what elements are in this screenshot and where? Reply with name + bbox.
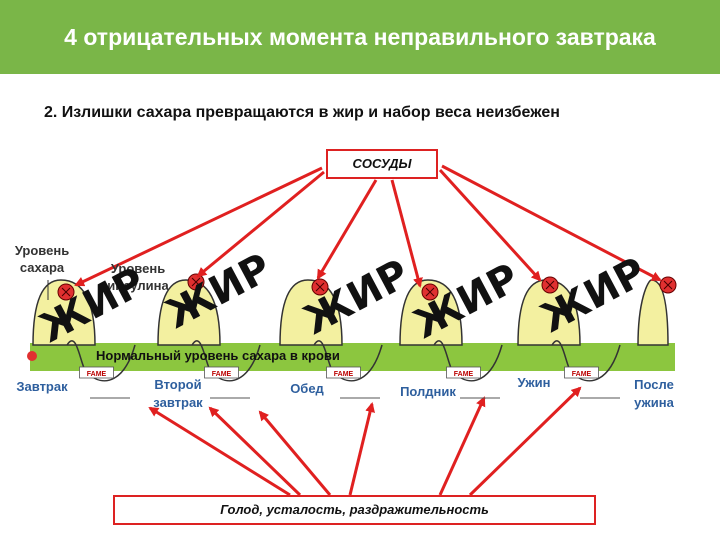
sugar-peak-marker bbox=[57, 283, 75, 301]
sugar-curve bbox=[157, 279, 221, 346]
sugar-hump: FAME bbox=[279, 279, 383, 382]
meal-label: Ужин bbox=[506, 374, 562, 392]
arrow bbox=[348, 402, 375, 496]
meal-line: Завтрак bbox=[16, 379, 68, 394]
arrow bbox=[438, 168, 542, 282]
meal-line: После bbox=[634, 377, 674, 392]
normal-level-label: Нормальный уровень сахара в крови bbox=[96, 348, 340, 363]
meal-label: После ужина bbox=[622, 376, 686, 412]
sugar-curve bbox=[279, 279, 343, 346]
fame-tag bbox=[326, 366, 361, 379]
fame-text: FAME bbox=[212, 371, 232, 378]
sugar-level-label: Уровень сахара bbox=[4, 242, 80, 276]
meal-label: Полдник bbox=[388, 383, 468, 401]
sugar-level-line1: Уровень bbox=[14, 243, 70, 258]
subtitle: 2. Излишки сахара превращаются в жир и н… bbox=[44, 104, 560, 121]
insulin-level-line1: Уровень bbox=[110, 261, 166, 276]
fame-tag bbox=[564, 366, 599, 379]
start-dot bbox=[27, 351, 37, 361]
header-banner: 4 отрицательных момента неправильного за… bbox=[0, 0, 720, 74]
arrows bbox=[47, 164, 662, 497]
meal-line: Полдник bbox=[400, 384, 456, 399]
vessels-box: СОСУДЫ bbox=[326, 149, 438, 179]
sugar-hump: FAME bbox=[157, 279, 261, 382]
arrow bbox=[390, 179, 423, 288]
meal-line: ужина bbox=[634, 395, 674, 410]
arrow bbox=[441, 164, 662, 282]
arrow bbox=[196, 170, 325, 278]
insulin-level-label: Уровень инсулина bbox=[96, 260, 180, 294]
fame-tag bbox=[79, 366, 114, 379]
arrow bbox=[468, 386, 582, 497]
meal-label: Второй завтрак bbox=[142, 376, 214, 412]
sugar-peak-marker bbox=[311, 278, 329, 296]
vessels-label: СОСУДЫ bbox=[352, 156, 412, 171]
arrow bbox=[74, 166, 323, 287]
marker-cross bbox=[191, 277, 201, 287]
fame-text: FAME bbox=[572, 371, 592, 378]
symptoms-box: Голод, усталость, раздражительность bbox=[113, 495, 596, 525]
meal-label: Завтрак bbox=[6, 378, 78, 396]
sugar-hump: FAME bbox=[399, 279, 503, 382]
insulin-level-line2: инсулина bbox=[107, 278, 169, 293]
marker-cross bbox=[315, 282, 325, 292]
arrow bbox=[148, 406, 291, 497]
meal-line: завтрак bbox=[153, 395, 203, 410]
sugar-peak-marker bbox=[421, 283, 439, 301]
fame-text: FAME bbox=[87, 371, 107, 378]
fame-text: FAME bbox=[334, 371, 354, 378]
meal-line: Второй bbox=[154, 377, 202, 392]
arrow bbox=[208, 406, 302, 497]
meal-line: Обед bbox=[290, 381, 324, 396]
fame-tag bbox=[446, 366, 481, 379]
marker-cross bbox=[663, 280, 673, 290]
arrow bbox=[316, 179, 378, 280]
sugar-peak-marker bbox=[541, 276, 559, 294]
arrow bbox=[258, 410, 332, 496]
symptoms-label: Голод, усталость, раздражительность bbox=[220, 502, 489, 517]
marker-cross bbox=[545, 280, 555, 290]
sugar-curve bbox=[399, 279, 463, 346]
meal-line: Ужин bbox=[517, 375, 551, 390]
sugar-peak-marker bbox=[659, 276, 677, 294]
fame-text: FAME bbox=[454, 371, 474, 378]
normal-level-band bbox=[30, 343, 675, 371]
arrow bbox=[438, 396, 486, 496]
meal-label: Обед bbox=[276, 380, 338, 398]
sugar-level-line2: сахара bbox=[19, 260, 65, 275]
marker-cross bbox=[61, 287, 71, 297]
page-title: 4 отрицательных момента неправильного за… bbox=[64, 24, 656, 50]
fame-tag bbox=[204, 366, 239, 379]
sugar-peak-marker bbox=[187, 273, 205, 291]
marker-cross bbox=[425, 287, 435, 297]
